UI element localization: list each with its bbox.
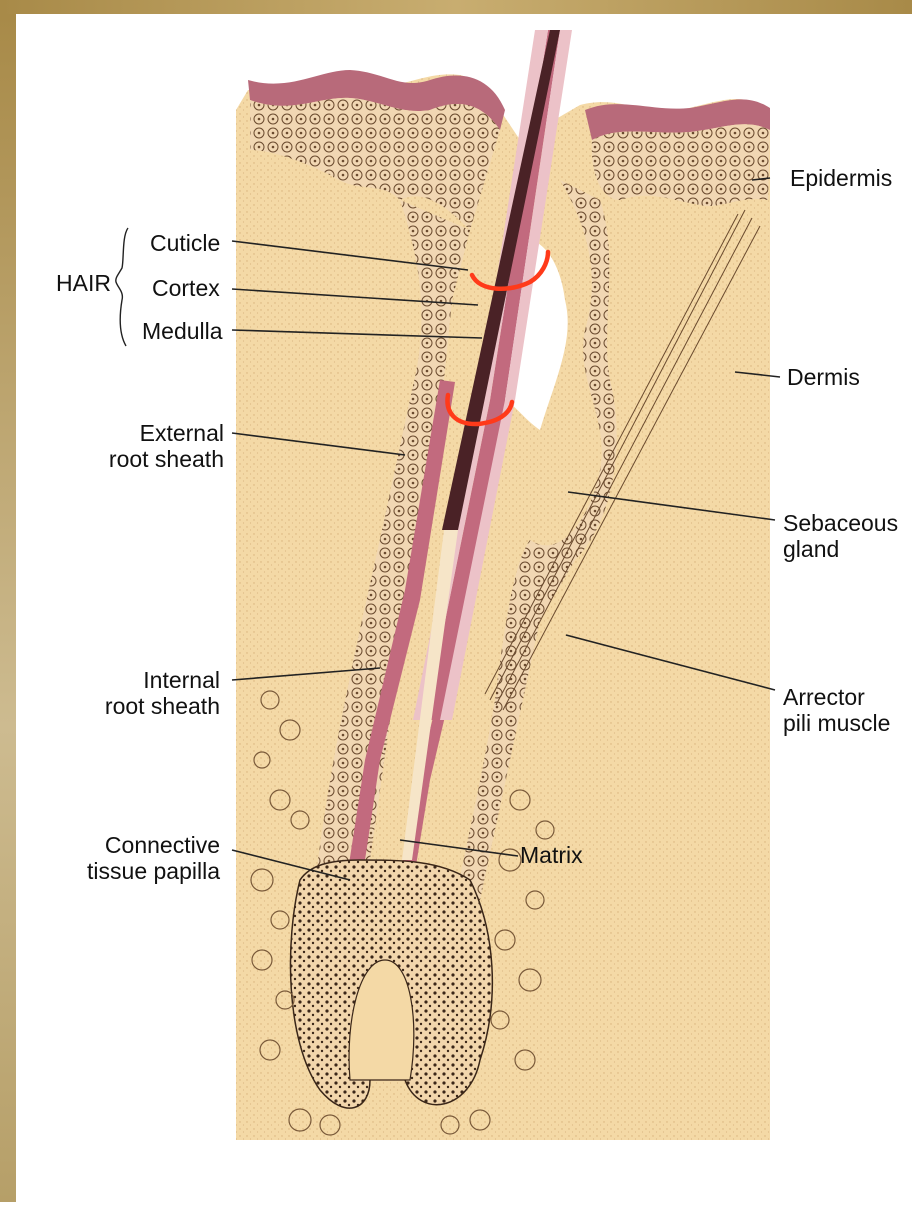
label-external-root-sheath-line1: External — [96, 420, 224, 446]
label-sebaceous-gland: Sebaceous gland — [783, 510, 898, 563]
label-medulla: Medulla — [142, 318, 223, 344]
label-arrector-pili-muscle-line2: pili muscle — [783, 710, 890, 736]
label-internal-root-sheath: Internal root sheath — [90, 667, 220, 720]
hair-bulb — [290, 860, 492, 1108]
label-connective-tissue-papilla: Connective tissue papilla — [72, 832, 220, 885]
label-internal-root-sheath-line2: root sheath — [90, 693, 220, 719]
label-matrix: Matrix — [520, 842, 583, 868]
label-internal-root-sheath-line1: Internal — [90, 667, 220, 693]
label-external-root-sheath-line2: root sheath — [96, 446, 224, 472]
label-arrector-pili-muscle-line1: Arrector — [783, 684, 890, 710]
hair-group-label: HAIR — [56, 270, 111, 296]
label-sebaceous-gland-line1: Sebaceous — [783, 510, 898, 536]
label-sebaceous-gland-line2: gland — [783, 536, 898, 562]
label-dermis: Dermis — [787, 364, 860, 390]
label-cuticle: Cuticle — [150, 230, 220, 256]
label-arrector-pili-muscle: Arrector pili muscle — [783, 684, 890, 737]
label-connective-tissue-papilla-line1: Connective — [72, 832, 220, 858]
label-connective-tissue-papilla-line2: tissue papilla — [72, 858, 220, 884]
label-epidermis: Epidermis — [790, 165, 892, 191]
label-cortex: Cortex — [152, 275, 220, 301]
label-external-root-sheath: External root sheath — [96, 420, 224, 473]
